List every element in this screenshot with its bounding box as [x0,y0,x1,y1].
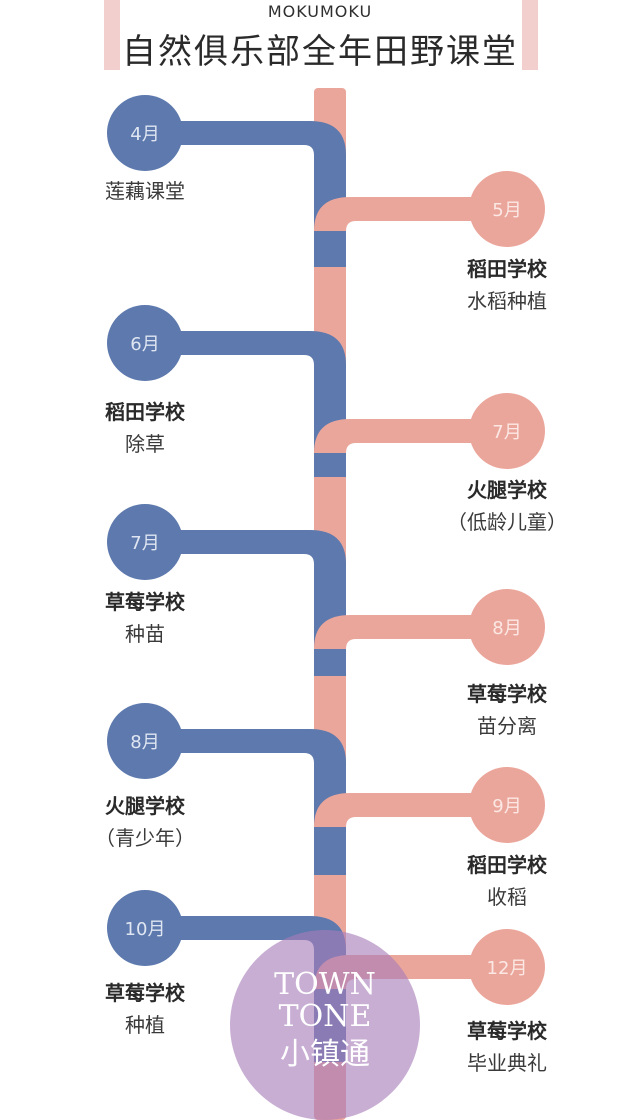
watermark-line-2: TONE [278,999,372,1034]
event-detail-3: 除草 [125,432,165,456]
event-detail-10: 毕业典礼 [467,1051,547,1075]
event-detail-8: 收稻 [487,885,527,909]
event-title-1: 莲藕课堂 [105,179,185,203]
event-detail-9: 种植 [125,1013,165,1037]
month-label-5: 7月 [130,533,160,554]
month-label-1: 4月 [130,124,160,145]
event-title-7: 火腿学校 [105,794,185,818]
event-detail-6: 苗分离 [477,714,537,738]
month-bubble-9: 10月 [107,890,183,966]
event-title-3: 稻田学校 [105,400,185,424]
event-title-5: 草莓学校 [105,590,185,614]
month-label-2: 5月 [492,200,522,221]
header-bar-right [522,0,538,70]
event-caption-3: 稻田学校 除草 [45,396,245,460]
event-title-4: 火腿学校 [467,478,547,502]
event-title-8: 稻田学校 [467,853,547,877]
month-bubble-5: 7月 [107,504,183,580]
header-bar-left [104,0,120,70]
month-label-10: 12月 [486,958,528,979]
right-connector-arm-2 [314,419,507,453]
event-title-9: 草莓学校 [105,981,185,1005]
watermark-line-3: 小镇通 [280,1037,370,1072]
month-bubble-10: 12月 [469,929,545,1005]
month-bubble-8: 9月 [469,767,545,843]
page-title: 自然俱乐部全年田野课堂 [122,32,518,72]
month-bubble-3: 6月 [107,305,183,381]
month-label-7: 8月 [130,732,160,753]
event-caption-1: 莲藕课堂 [45,175,245,207]
right-connector-arm-3 [314,615,507,649]
month-label-4: 7月 [492,422,522,443]
event-caption-7: 火腿学校 （青少年） [45,790,245,854]
event-caption-10: 草莓学校 毕业典礼 [407,1015,607,1079]
watermark-line-1: TOWN [274,967,376,1002]
brand-label: MOKUMOKU [267,2,373,21]
event-detail-5: 种苗 [125,622,165,646]
month-bubble-1: 4月 [107,95,183,171]
event-caption-8: 稻田学校 收稻 [407,849,607,913]
event-caption-4: 火腿学校 （低龄儿童） [407,474,607,538]
event-caption-2: 稻田学校 水稻种植 [407,253,607,317]
month-label-3: 6月 [130,334,160,355]
month-bubble-2: 5月 [469,171,545,247]
event-caption-5: 草莓学校 种苗 [45,586,245,650]
event-detail-2: 水稻种植 [467,289,547,313]
event-caption-9: 草莓学校 种植 [45,977,245,1041]
month-bubble-7: 8月 [107,703,183,779]
right-connector-arm-1 [314,197,507,231]
month-bubble-6: 8月 [469,589,545,665]
event-detail-4: （低龄儿童） [447,510,567,534]
event-title-2: 稻田学校 [467,257,547,281]
month-label-6: 8月 [492,618,522,639]
event-detail-7: （青少年） [95,826,195,850]
event-title-6: 草莓学校 [467,682,547,706]
event-title-10: 草莓学校 [467,1019,547,1043]
month-bubble-4: 7月 [469,393,545,469]
town-tone-watermark: TOWN TONE 小镇通 [230,930,420,1120]
right-connector-arm-4 [314,793,507,827]
month-label-9: 10月 [124,919,166,940]
month-label-8: 9月 [492,796,522,817]
event-caption-6: 草莓学校 苗分离 [407,678,607,742]
